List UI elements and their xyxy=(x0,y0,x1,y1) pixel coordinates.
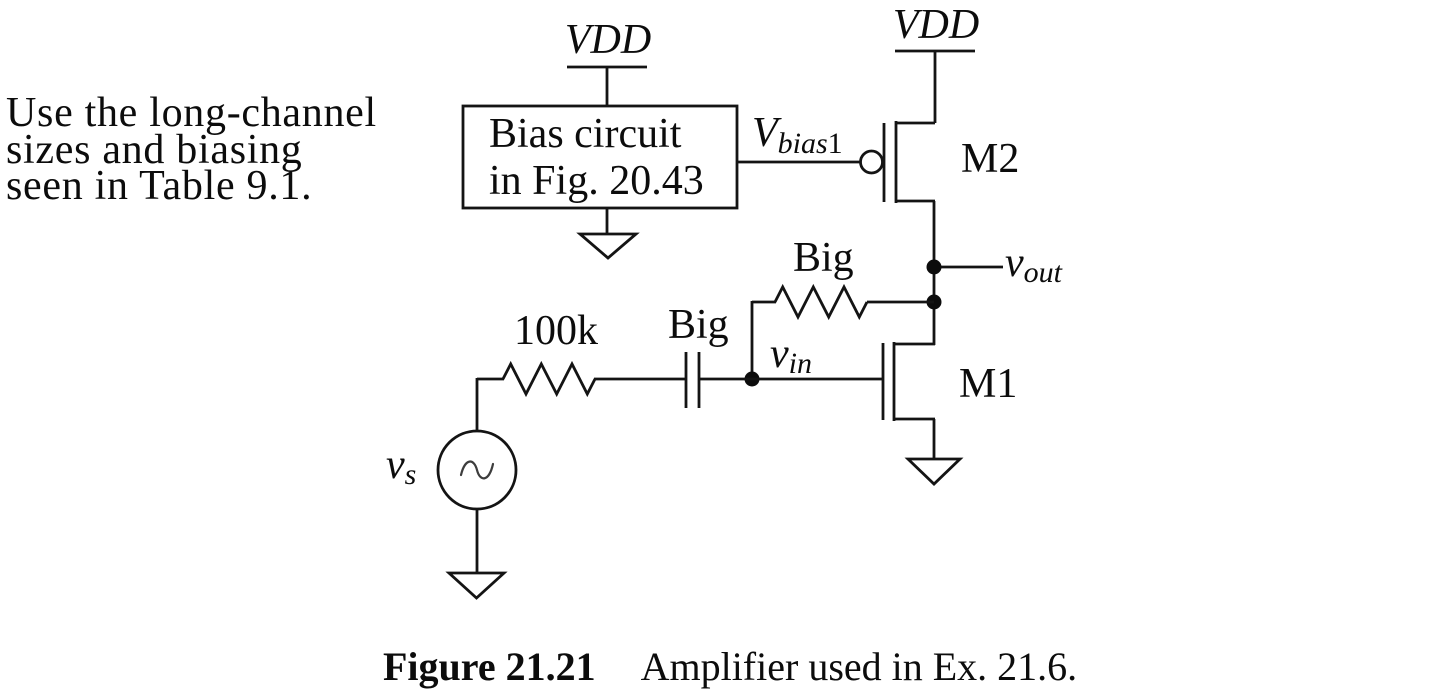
input-resistor-100k: 100k xyxy=(477,308,686,398)
input-node: vin xyxy=(744,331,883,387)
instruction-note-line: sizes and biasing xyxy=(6,126,303,173)
bias-box-line2: in Fig. 20.43 xyxy=(489,158,704,204)
coupling-capacitor: Big xyxy=(668,302,752,408)
feedback-resistor-label: Big xyxy=(793,235,854,281)
signal-source-vs: vs xyxy=(386,378,518,573)
vs-label: vs xyxy=(386,442,416,491)
ground-triangle-icon xyxy=(904,457,964,486)
ground-triangle-icon xyxy=(576,232,640,260)
sine-wave-icon xyxy=(459,460,495,480)
feedback-resistor-zigzag-icon xyxy=(773,283,869,321)
vdd-left-label: VDD xyxy=(565,17,651,63)
vdd-right-label: VDD xyxy=(893,2,979,48)
vout-node-dot xyxy=(926,259,942,275)
output-node: vout xyxy=(926,201,1063,345)
instruction-note-line: Use the long-channel xyxy=(6,90,377,136)
feedback-resistor: Big xyxy=(750,235,934,380)
bias-box-outline xyxy=(461,104,739,210)
m2-label: M2 xyxy=(961,136,1019,182)
input-resistor-label: 100k xyxy=(514,308,598,354)
coupling-cap-label: Big xyxy=(668,302,729,348)
instruction-note-line: seen in Table 9.1. xyxy=(6,163,313,209)
ground-symbol-vs xyxy=(445,571,508,600)
figure-title: Amplifier used in Ex. 21.6. xyxy=(640,644,1078,689)
vbias1-label: Vbias1 xyxy=(752,110,843,160)
ground-triangle-icon xyxy=(445,571,508,600)
pmos-transistor-m2: M2 xyxy=(859,51,1019,203)
bias-box-line1: Bias circuit xyxy=(489,111,682,157)
figure-caption: Figure 21.21 Amplifier used in Ex. 21.6. xyxy=(383,647,1077,687)
ground-symbol-m1 xyxy=(904,457,964,486)
vdd-symbol-left: VDD xyxy=(565,17,651,107)
vout-label: vout xyxy=(1005,240,1063,289)
nmos-transistor-m1: M1 xyxy=(881,342,1017,459)
figure-number: Figure 21.21 xyxy=(383,644,596,689)
vbias1-net: Vbias1 xyxy=(737,110,860,164)
bias-circuit-box: Bias circuit in Fig. 20.43 xyxy=(461,104,739,234)
vin-label: vin xyxy=(770,331,812,380)
m1-label: M1 xyxy=(959,361,1017,407)
vdd-symbol-right: VDD xyxy=(893,2,979,53)
input-resistor-zigzag-icon xyxy=(501,360,597,398)
m2-pmos-bubble-icon xyxy=(859,149,884,175)
ground-symbol-bias xyxy=(576,232,640,260)
instruction-note: Use the long-channel sizes and biasing s… xyxy=(6,90,377,209)
